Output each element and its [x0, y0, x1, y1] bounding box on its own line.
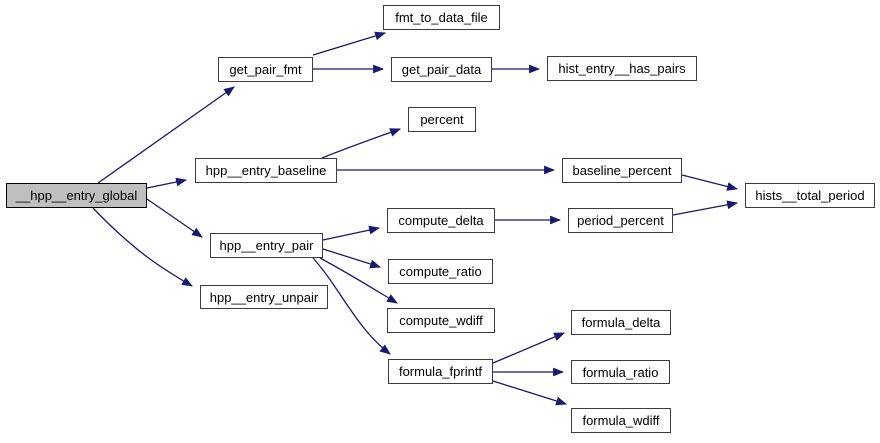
node-hists-total-period[interactable]: hists__total_period: [745, 183, 875, 208]
node-compute-delta[interactable]: compute_delta: [387, 208, 495, 233]
edge-hpp-entry-baseline-to-percent: [321, 128, 402, 159]
edge-hpp-entry-global-to-hpp-entry-unpair: [92, 207, 193, 287]
node-formula-wdiff[interactable]: formula_wdiff: [571, 408, 671, 433]
node-hist-entry-has-pairs[interactable]: hist_entry__has_pairs: [547, 56, 697, 81]
node-compute-wdiff[interactable]: compute_wdiff: [387, 308, 495, 333]
edge-hpp-entry-global-to-get-pair-fmt: [97, 86, 235, 184]
edge-get-pair-fmt-to-fmt-to-data-file: [312, 31, 387, 56]
node-hpp-entry-global[interactable]: __hpp__entry_global: [6, 183, 147, 208]
edge-period-percent-to-hists-total-period: [672, 200, 739, 216]
node-compute-ratio[interactable]: compute_ratio: [388, 259, 493, 284]
edge-formula-fprintf-to-formula-delta: [492, 332, 566, 364]
edge-baseline-percent-to-hists-total-period: [681, 174, 739, 191]
node-formula-fprintf[interactable]: formula_fprintf: [388, 359, 493, 384]
edges-group: [92, 31, 739, 406]
edge-hpp-entry-pair-to-formula-fprintf: [312, 257, 391, 355]
edge-hpp-entry-pair-to-compute-delta: [322, 225, 381, 241]
node-formula-delta[interactable]: formula_delta: [571, 310, 671, 335]
node-get-pair-fmt[interactable]: get_pair_fmt: [218, 57, 313, 82]
node-formula-ratio[interactable]: formula_ratio: [571, 360, 670, 384]
edge-hpp-entry-pair-to-compute-wdiff: [319, 257, 398, 304]
node-hpp-entry-baseline[interactable]: hpp__entry_baseline: [195, 158, 337, 183]
edge-hpp-entry-global-to-hpp-entry-baseline: [146, 177, 188, 189]
edge-hpp-entry-global-to-hpp-entry-pair: [146, 198, 203, 238]
edge-hpp-entry-pair-to-compute-ratio: [322, 248, 382, 269]
edge-formula-fprintf-to-formula-wdiff: [492, 380, 568, 406]
node-hpp-entry-pair[interactable]: hpp__entry_pair: [210, 233, 323, 258]
node-get-pair-data[interactable]: get_pair_data: [391, 57, 492, 82]
node-percent[interactable]: percent: [408, 107, 476, 132]
node-period-percent[interactable]: period_percent: [568, 208, 673, 233]
node-fmt-to-data-file[interactable]: fmt_to_data_file: [383, 5, 500, 30]
node-hpp-entry-unpair[interactable]: hpp__entry_unpair: [200, 285, 328, 309]
node-baseline-percent[interactable]: baseline_percent: [562, 158, 682, 183]
